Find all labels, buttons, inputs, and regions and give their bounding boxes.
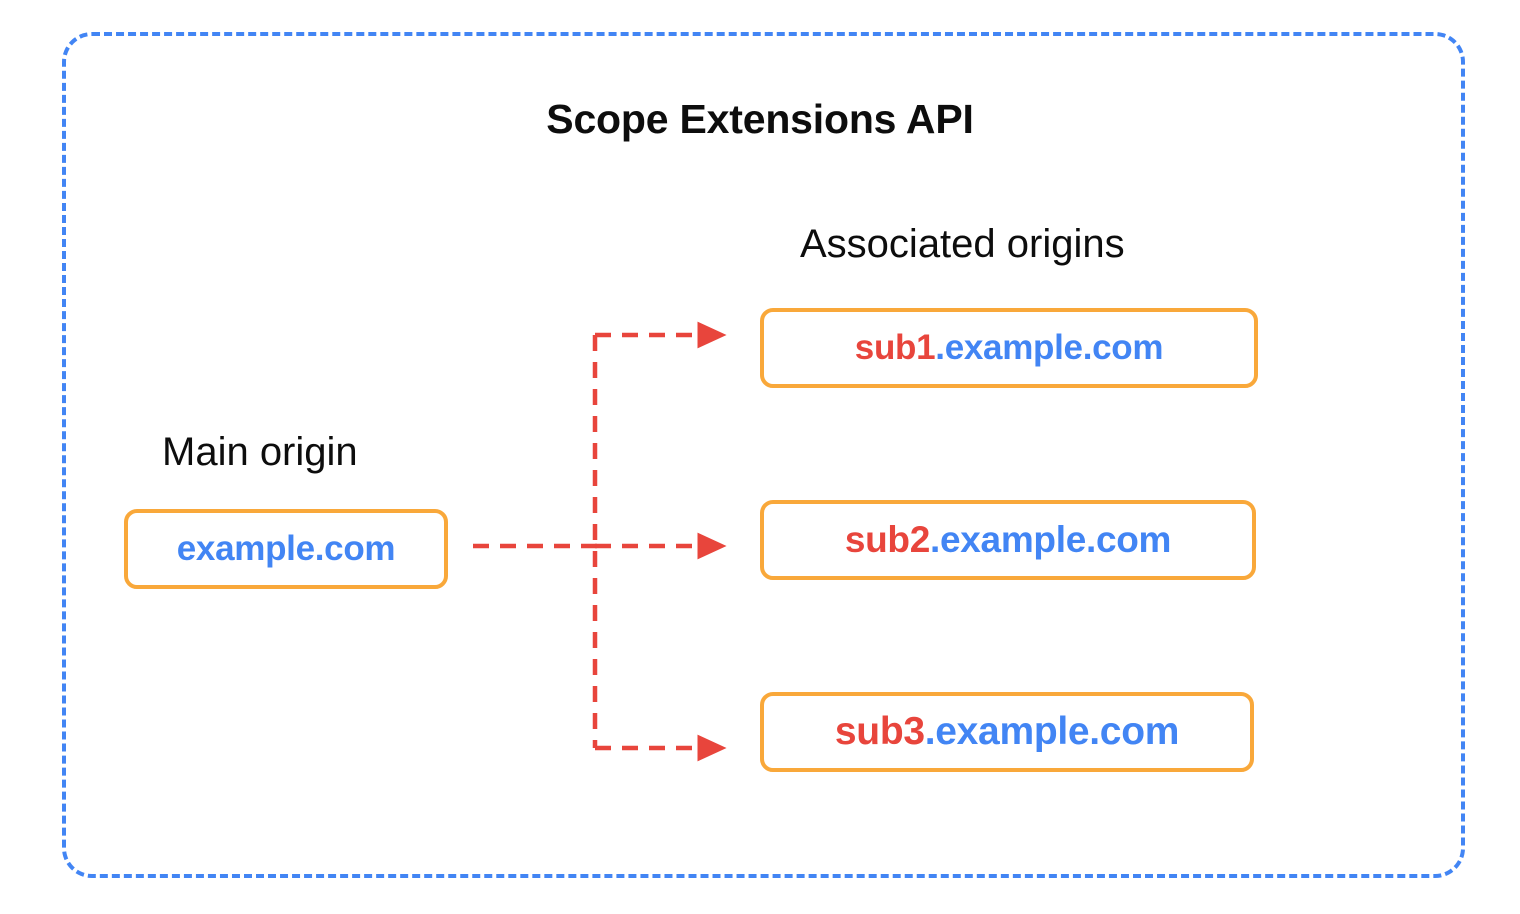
origin-chip-sub1-text: sub1.example.com xyxy=(854,328,1164,368)
origin-domain-label: .example.com xyxy=(930,519,1172,560)
page-title: Scope Extensions API xyxy=(546,96,974,142)
origin-domain-label: .example.com xyxy=(935,328,1164,367)
scope-extensions-api-frame xyxy=(62,32,1465,878)
main-origin-label: Main origin xyxy=(162,430,358,474)
origin-sub-label: sub3 xyxy=(834,710,925,753)
origin-chip-main-text: example.com xyxy=(176,529,396,569)
origin-domain-label: .example.com xyxy=(924,710,1180,753)
origin-sub-label: sub2 xyxy=(844,519,931,560)
origin-chip-sub3[interactable]: sub3.example.com xyxy=(760,692,1254,772)
origin-chip-main[interactable]: example.com xyxy=(124,509,448,589)
origin-domain-label: example.com xyxy=(176,529,396,568)
origin-chip-sub1[interactable]: sub1.example.com xyxy=(760,308,1258,388)
origin-chip-sub2-text: sub2.example.com xyxy=(844,519,1172,561)
origin-chip-sub2[interactable]: sub2.example.com xyxy=(760,500,1256,580)
associated-origins-label: Associated origins xyxy=(800,222,1125,266)
origin-chip-sub3-text: sub3.example.com xyxy=(835,710,1179,754)
origin-sub-label: sub1 xyxy=(854,328,936,367)
